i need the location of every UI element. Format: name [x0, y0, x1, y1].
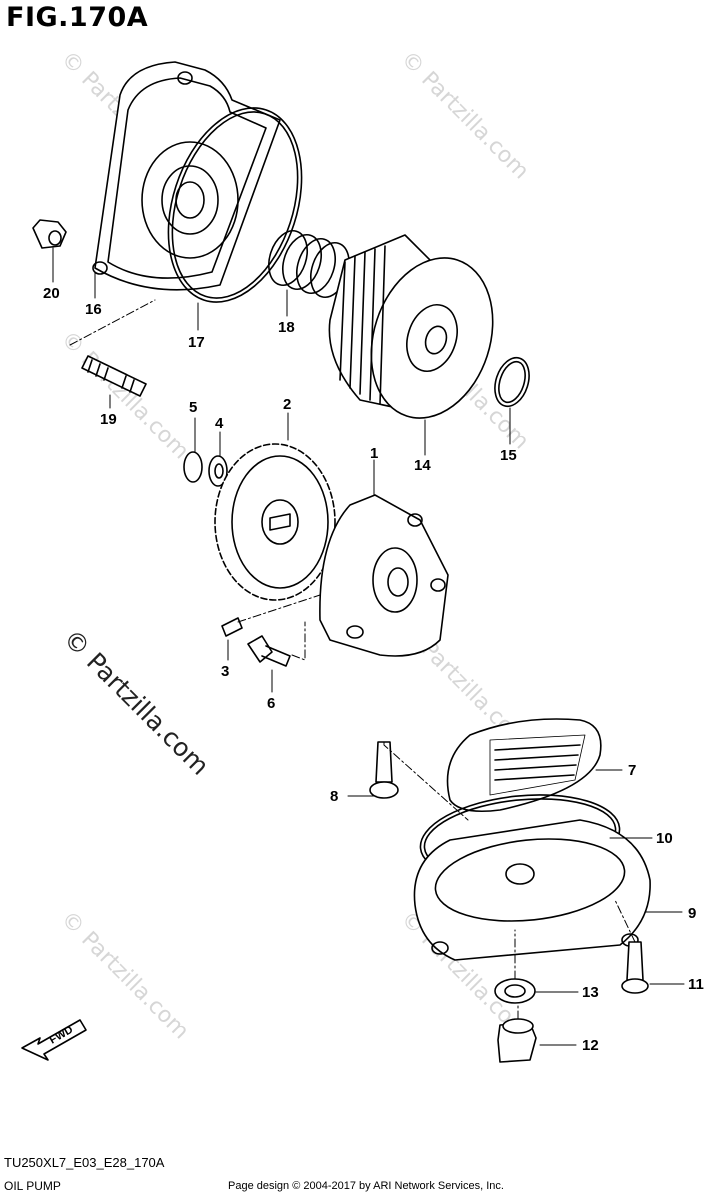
callout-10: 10 [656, 830, 673, 847]
callout-6: 6 [267, 695, 275, 712]
part-5-circlip [183, 451, 203, 483]
part-19-stud-bolt [81, 355, 147, 397]
callout-5: 5 [189, 399, 197, 416]
callout-15: 15 [500, 447, 517, 464]
part-11-bolt [621, 941, 649, 994]
part-8-screw [369, 741, 399, 799]
callout-17: 17 [188, 334, 205, 351]
part-16-cover [92, 61, 281, 291]
watermark-large: © Partzilla.com [58, 624, 215, 781]
leader-lines [52, 247, 685, 1046]
part-6-bolt [247, 635, 291, 667]
callout-18: 18 [278, 319, 295, 336]
callout-4: 4 [215, 415, 224, 432]
part-7-oil-strainer [446, 718, 602, 813]
callout-20: 20 [43, 285, 60, 302]
callout-13: 13 [582, 984, 599, 1001]
part-4-washer [208, 455, 228, 487]
figure-code: TU250XL7_E03_E28_170A [4, 1155, 165, 1170]
callout-9: 9 [688, 905, 696, 922]
watermark: © Partzilla.com [56, 327, 194, 465]
callout-labels: 1 2 3 4 5 6 7 8 9 10 11 12 13 14 15 16 1… [43, 285, 704, 1054]
figure-title: FIG.170A [6, 2, 149, 33]
callout-19: 19 [100, 411, 117, 428]
callout-7: 7 [628, 762, 636, 779]
fwd-arrow-icon: FWD [21, 1019, 87, 1061]
callout-8: 8 [330, 788, 338, 805]
part-15-o-ring [494, 356, 530, 408]
part-13-gasket [494, 978, 536, 1004]
part-14-oil-filter [328, 234, 494, 419]
part-20-cap-nut [32, 219, 67, 249]
callout-2: 2 [283, 396, 291, 413]
callout-12: 12 [582, 1037, 599, 1054]
part-12-drain-plug [497, 1018, 537, 1063]
part-2-gear [214, 443, 336, 601]
callout-1: 1 [370, 445, 378, 462]
watermark: © Partzilla.com [396, 47, 534, 185]
callout-16: 16 [85, 301, 102, 318]
page-credit: Page design © 2004-2017 by ARI Network S… [228, 1180, 504, 1192]
part-3-pin [221, 617, 243, 637]
part-9-oil-pan-cover [413, 819, 651, 961]
callout-11: 11 [688, 976, 704, 993]
callout-14: 14 [414, 457, 431, 474]
part-17-o-ring [167, 107, 303, 303]
part-1-pump-body [319, 494, 449, 657]
figure-name: OIL PUMP [4, 1179, 61, 1193]
callout-3: 3 [221, 663, 229, 680]
